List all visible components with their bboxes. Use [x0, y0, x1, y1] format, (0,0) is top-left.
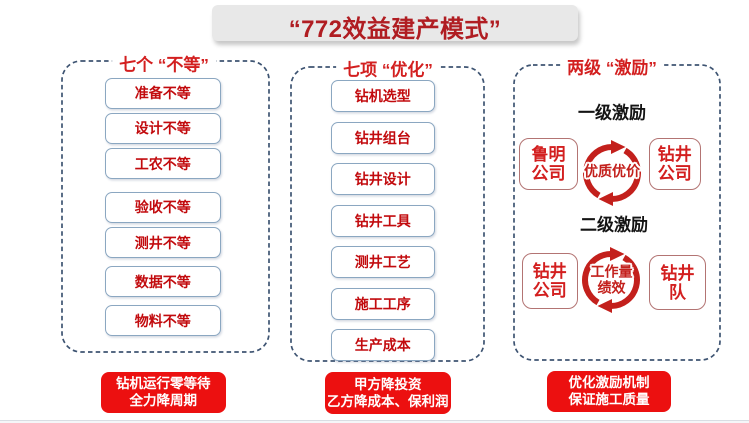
item-box: 钻井设计: [330, 163, 435, 195]
slide-title-bar: “772效益建产模式”: [212, 5, 578, 43]
company-box-drilling-team: 钻井 队: [649, 255, 706, 310]
item-box: 生产成本: [330, 329, 435, 361]
footer-line: 甲方降投资: [354, 377, 422, 392]
company-line: 公司: [657, 163, 692, 183]
item-box: 设计不等: [105, 112, 221, 144]
item-box: 钻机选型: [330, 80, 435, 112]
below-edge-area: [0, 421, 749, 423]
footer-box-optimize: 甲方降投资 乙方降成本、保利润: [325, 372, 451, 414]
company-box-drilling-co-1: 钻井 公司: [648, 138, 701, 190]
level-1-label: 一级激励: [578, 103, 646, 122]
item-box: 钻井工具: [330, 204, 435, 237]
cycle-label-level-1: 优质优价: [584, 162, 640, 179]
level-2-label: 二级激励: [580, 215, 648, 234]
company-line: 钻井: [660, 263, 695, 283]
item-box: 工农不等: [105, 148, 221, 179]
company-line: 钻井: [657, 144, 692, 164]
footer-line: 乙方降成本、保利润: [327, 394, 449, 409]
footer-box-not-equal: 钻机运行零等待 全力降周期: [101, 372, 226, 413]
cycle-arrows-level-1: [583, 139, 641, 206]
company-box-luming: 鲁明 公司: [519, 138, 578, 190]
item-box: 钻井组台: [330, 121, 435, 154]
column-title-optimize: 七项 “优化”: [336, 55, 440, 80]
footer-line: 保证施工质量: [568, 392, 650, 408]
column-title-incentive: 两级 “激励”: [560, 53, 664, 78]
slide-title: “772效益建产模式”: [288, 15, 502, 43]
dashed-frame-not-equal: [61, 60, 270, 353]
company-line: 钻井: [532, 261, 567, 281]
item-box: 数据不等: [105, 266, 221, 297]
item-box: 物料不等: [105, 305, 221, 336]
item-box: 施工工序: [330, 287, 435, 320]
column-title-not-equal: 七个 “不等”: [112, 50, 216, 75]
item-box: 测井工艺: [330, 246, 435, 278]
cycle-label-level-2: 工作量 绩效: [591, 263, 633, 296]
footer-line: 优化激励机制: [568, 375, 650, 391]
item-box: 测井不等: [105, 227, 221, 258]
cycle-arrows-level-2: [582, 246, 640, 313]
company-line: 队: [669, 282, 686, 302]
footer-line: 钻机运行零等待: [116, 376, 211, 392]
dashed-frame-incentive: [513, 64, 721, 361]
company-box-drilling-co-2: 钻井 公司: [522, 253, 578, 309]
footer-box-incentive: 优化激励机制 保证施工质量: [547, 371, 671, 412]
footer-line: 全力降周期: [129, 393, 198, 409]
bottom-edge-line: [0, 420, 749, 422]
item-box: 验收不等: [105, 191, 221, 223]
company-line: 公司: [531, 164, 566, 183]
company-line: 鲁明: [531, 145, 566, 164]
cycle-label-line: 工作量: [590, 263, 633, 279]
item-box: 准备不等: [105, 77, 221, 109]
company-line: 公司: [532, 280, 567, 300]
cycle-label-line: 绩效: [597, 279, 626, 296]
